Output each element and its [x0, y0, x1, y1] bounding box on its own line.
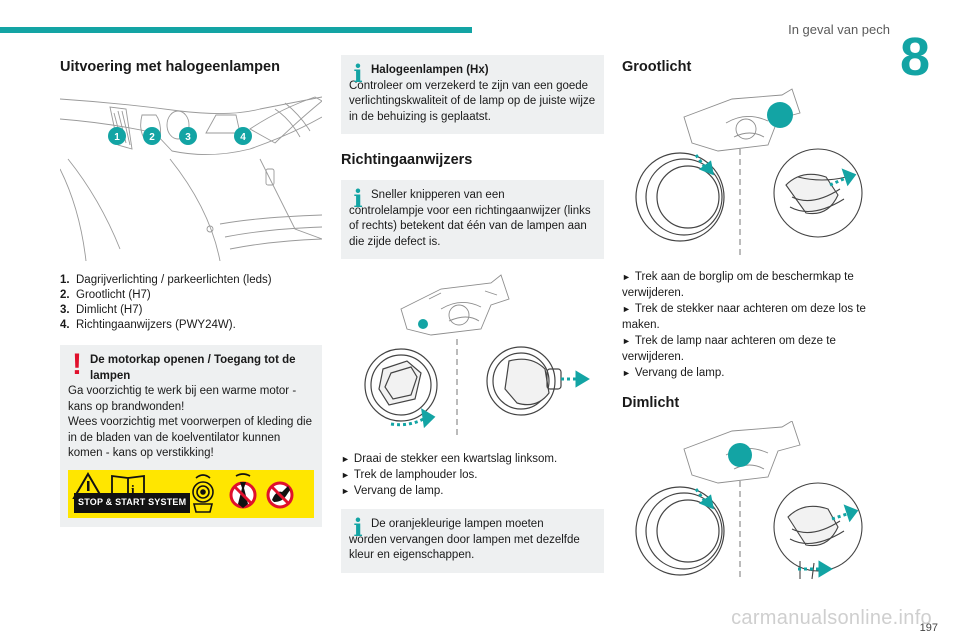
page-number: 197 — [919, 622, 938, 634]
list-item: 4.Richtingaanwijzers (PWY24W). — [60, 319, 236, 331]
header-accent-bar — [0, 27, 472, 33]
triangle-right-icon: ► — [341, 454, 350, 464]
step-item: ►Trek de lamp naar achteren om deze te v… — [622, 335, 836, 363]
fan-entanglement-icon — [192, 473, 214, 513]
info-icon: i — [353, 184, 363, 213]
exclamation-icon: ! — [72, 348, 82, 381]
heading-low-beam: Dimlicht — [622, 395, 680, 411]
warning-box: ! De motorkap openen / Toegang tot de la… — [60, 345, 322, 527]
step-item: ►Trek de lamphouder los. — [341, 469, 478, 481]
info-box-halogen: i Halogeenlampen (Hx) Controleer om verz… — [341, 55, 604, 134]
info-icon: i — [353, 59, 363, 88]
triangle-right-icon: ► — [622, 272, 631, 282]
list-item: 2.Grootlicht (H7) — [60, 289, 151, 301]
callout-1: 1 — [114, 132, 120, 143]
step-item: ►Trek aan de borglip om de beschermkap t… — [622, 271, 854, 299]
heading-high-beam: Grootlicht — [622, 59, 692, 75]
column-left: Uitvoering met halogeenlampen 1 2 3 — [60, 50, 322, 527]
step-item: ►Vervang de lamp. — [341, 485, 444, 497]
info-text: Controleer om verzekerd te zijn van een … — [349, 79, 596, 123]
info-icon: i — [353, 513, 363, 542]
info-title: Halogeenlampen (Hx) — [371, 64, 489, 76]
callout-4: 4 — [240, 132, 246, 143]
list-item: 1.Dagrijverlichting / parkeerlichten (le… — [60, 274, 272, 286]
no-tie-icon — [229, 472, 257, 508]
info-box-blink: i Sneller knipperen van een controlelamp… — [341, 180, 604, 259]
warning-text-1: Ga voorzichtig te werk bij een warme mot… — [68, 385, 297, 413]
column-middle: i Halogeenlampen (Hx) Controleer om verz… — [341, 55, 604, 573]
callout-3: 3 — [185, 132, 191, 143]
triangle-right-icon: ► — [622, 368, 631, 378]
stop-start-label: STOP & START SYSTEM — [74, 493, 191, 513]
step-item: ►Draai de stekker een kwartslag linksom. — [341, 453, 558, 465]
triangle-right-icon: ► — [341, 486, 350, 496]
headlamp-overview-illustration: 1 2 3 4 — [60, 96, 322, 261]
callout-2: 2 — [149, 132, 155, 143]
section-title: In geval van pech — [788, 22, 890, 37]
triangle-right-icon: ► — [622, 304, 631, 314]
step-item: ►Vervang de lamp. — [622, 367, 725, 379]
heading-turn-signals: Richtingaanwijzers — [341, 152, 473, 168]
list-item: 3.Dimlicht (H7) — [60, 304, 143, 316]
chapter-number: 8 — [899, 27, 930, 87]
high-beam-illustration — [635, 88, 863, 257]
safety-pictogram-strip: i — [68, 469, 314, 518]
info-box-orange: i De oranjekleurige lampen moeten worden… — [341, 509, 604, 573]
warning-text-2: Wees voorzichtig met voorwerpen of kledi… — [68, 416, 312, 459]
triangle-right-icon: ► — [341, 470, 350, 480]
watermark: carmanualsonline.info — [731, 607, 932, 629]
turn-signal-illustration — [364, 274, 590, 439]
step-item: ►Trek de stekker naar achteren om deze l… — [622, 303, 866, 331]
triangle-right-icon: ► — [622, 336, 631, 346]
svg-text:i: i — [131, 482, 135, 497]
high-beam-steps: ►Trek aan de borglip om de beschermkap t… — [622, 269, 884, 381]
heading-halogen: Uitvoering met halogeenlampen — [60, 59, 280, 75]
lamp-list: 1.Dagrijverlichting / parkeerlichten (le… — [60, 273, 322, 333]
no-hand-icon — [266, 481, 294, 508]
column-right: Grootlicht ►Trek aan de borglip om — [622, 50, 884, 581]
warning-title: De motorkap openen / Toegang tot de lamp… — [90, 354, 296, 382]
turn-signal-steps: ►Draai de stekker een kwartslag linksom.… — [341, 451, 604, 499]
low-beam-illustration — [635, 421, 863, 581]
